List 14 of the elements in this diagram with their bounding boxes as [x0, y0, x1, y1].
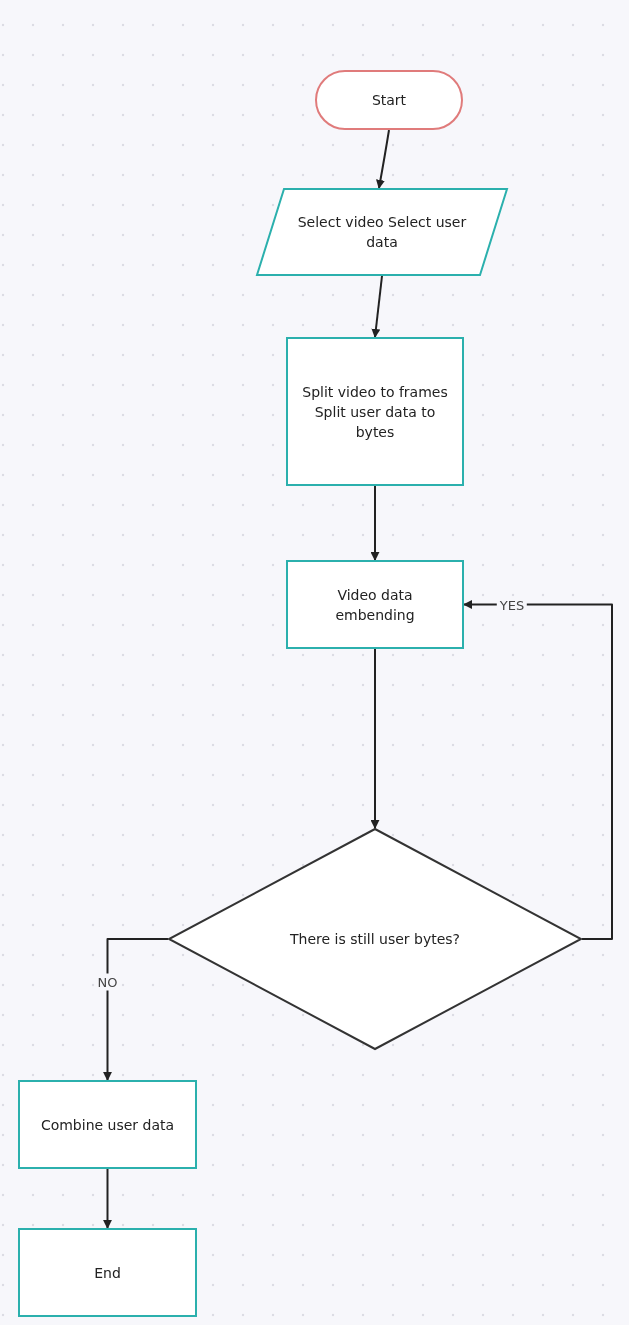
arrow — [376, 129, 390, 189]
node-label: Start — [371, 91, 407, 110]
arrow — [370, 485, 380, 561]
node-label: Video data embending — [334, 585, 416, 625]
node-label: End — [94, 1263, 121, 1283]
node-label: Combine user data — [40, 1115, 175, 1135]
arrow — [103, 1168, 112, 1229]
arrow — [463, 600, 613, 940]
node-label: Split video to frames Split user data to bytes — [301, 382, 449, 442]
arrow — [103, 938, 169, 1081]
node-label: Select video Select user data — [296, 213, 468, 252]
arrow — [370, 648, 380, 829]
arrow — [371, 275, 383, 338]
node-label: There is still user bytes? — [289, 930, 461, 949]
